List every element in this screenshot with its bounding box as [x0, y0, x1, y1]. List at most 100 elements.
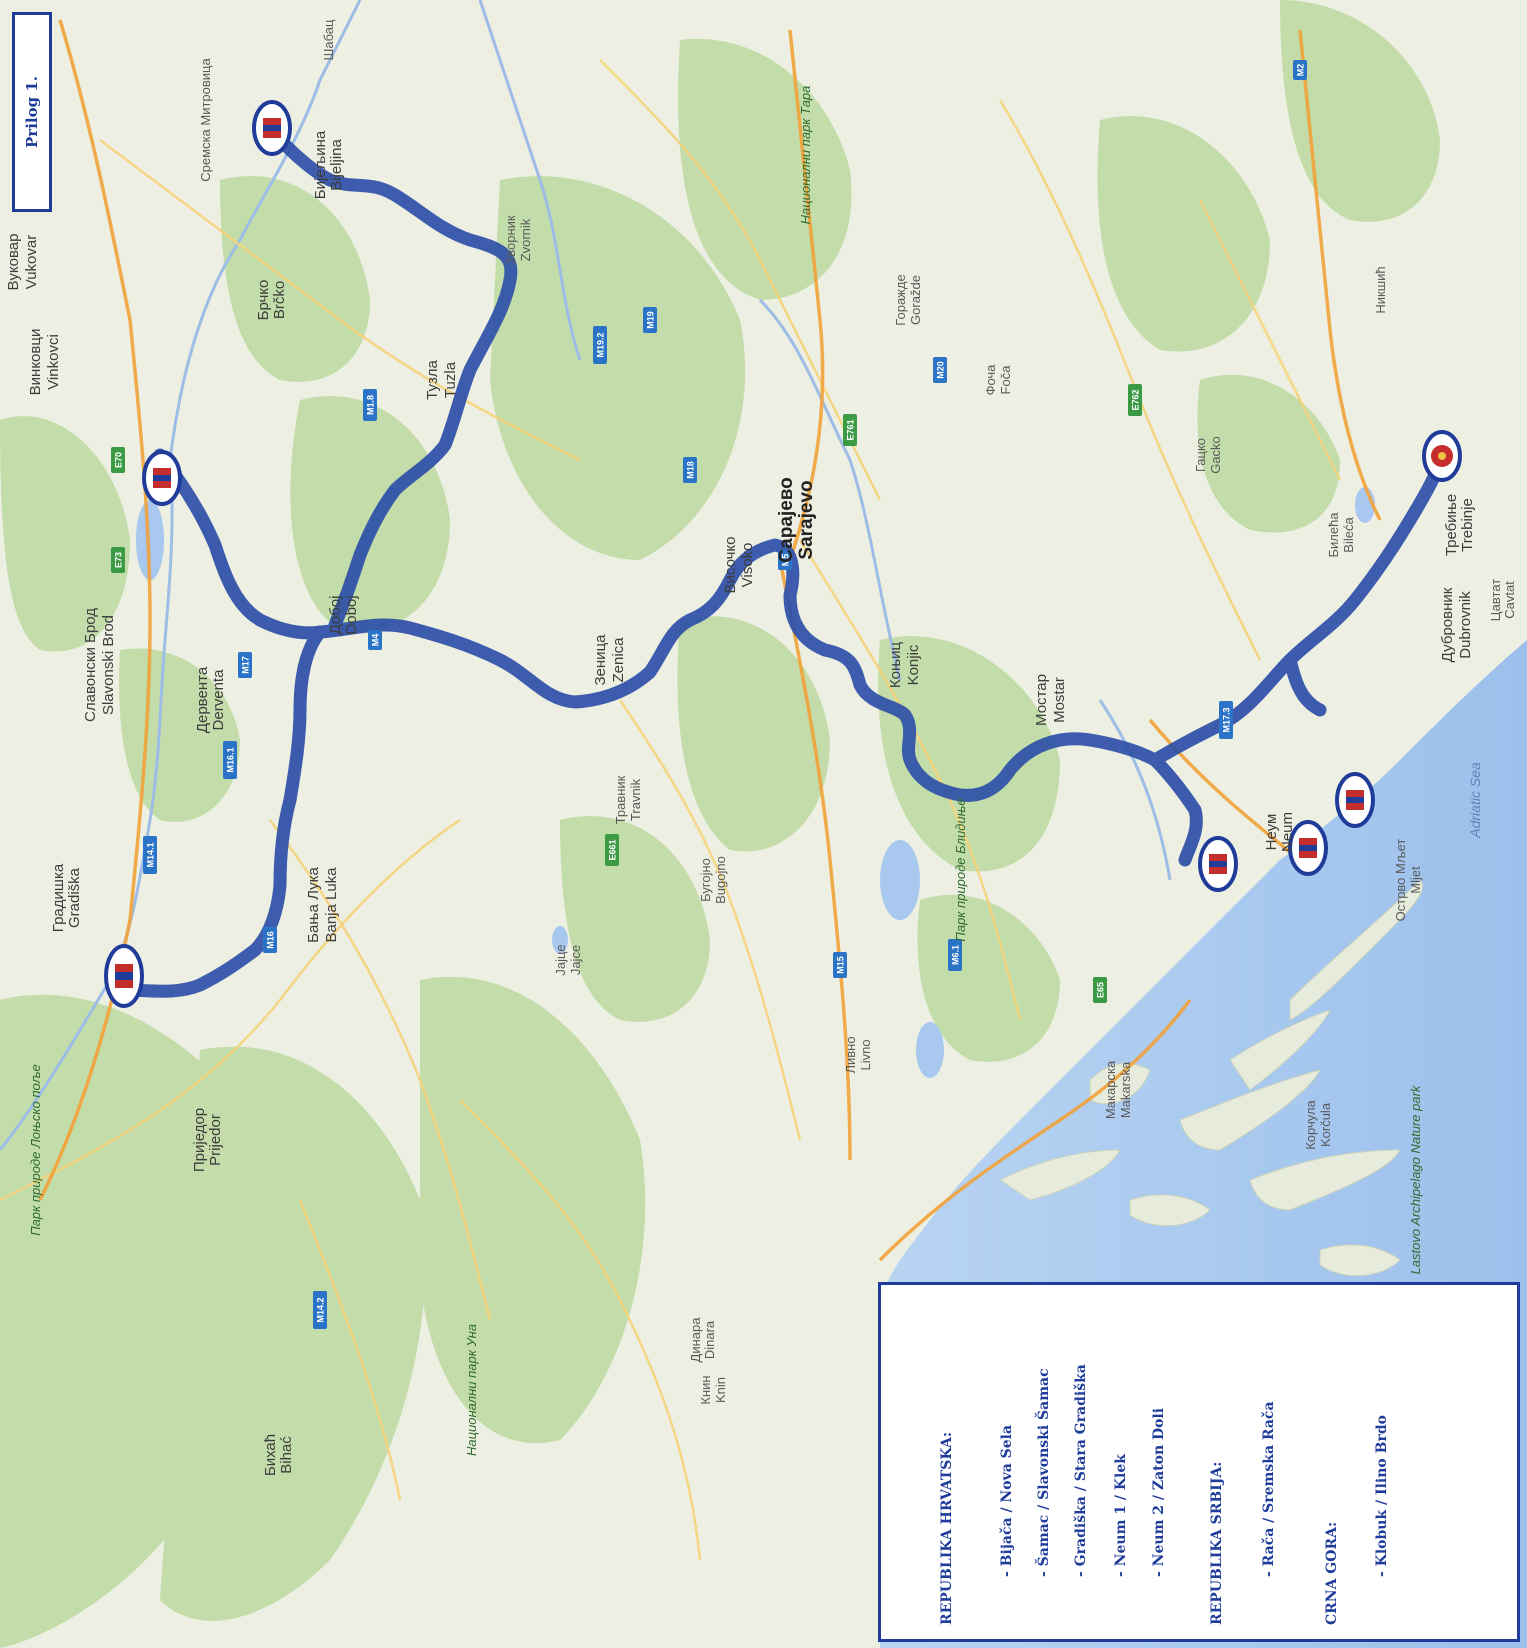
map-label-cities-makarska-lat: Makarska [1118, 1061, 1133, 1118]
map-label-cities-mostar: Мостар [1033, 674, 1050, 726]
road-badge-m1-8: M1.8 [363, 389, 377, 421]
svg-text:M19: M19 [646, 311, 656, 329]
svg-text:M15: M15 [836, 956, 846, 974]
map-label-cities-trebinje: Требиње [1443, 494, 1460, 556]
forest-areas [0, 0, 1440, 1648]
svg-text:M14.2: M14.2 [316, 1297, 326, 1322]
map-label-cities-bileca: Билећа [1326, 512, 1341, 558]
map-label-cities-dinara: Динара [688, 1317, 703, 1363]
map-label-cities-sabac: Шабац [321, 19, 336, 61]
map-label-cities-bugojno: Бугојно [698, 858, 713, 902]
corridor-route [118, 123, 1452, 998]
road-badge-m20: M20 [933, 357, 947, 383]
map-label-cities-bijeljina: Бијељина [312, 130, 329, 199]
map-label-cities-bugojno-lat: Bugojno [713, 856, 728, 904]
road-badge-m4: M4 [368, 630, 382, 650]
map-label-cities-vukovar-lat: Vukovar [23, 235, 40, 289]
map-label-cities-gorazde: Горажде [893, 274, 908, 325]
road-badge-e661: E661 [605, 834, 619, 866]
map-label-cities-derventa-lat: Derventa [210, 669, 227, 731]
map-label-cities-gradiska: Градишка [50, 863, 67, 932]
map-label-cities-dinara-lat: Dinara [702, 1320, 717, 1359]
svg-text:M6.1: M6.1 [951, 945, 961, 965]
map-label-cities-trebinje-lat: Trebinje [1459, 498, 1476, 552]
map-label-cities-foca: Фоча [983, 364, 998, 396]
map-label-cities-brcko-lat: Brčko [271, 281, 288, 319]
map-label-cities-tuzla-lat: Tuzla [442, 361, 459, 398]
road-badge-m14-1: M14.1 [143, 836, 157, 874]
crossing-bijaca-marker [1198, 836, 1238, 892]
road-badge-m2: M2 [1293, 60, 1307, 80]
road-badge-m6-1: M6.1 [948, 939, 962, 971]
map-label-cities-slavonski-brod-lat: Slavonski Brod [100, 615, 117, 715]
svg-text:E661: E661 [608, 839, 618, 860]
map-label-cities-jajce-lat: Jajce [568, 945, 583, 975]
road-badge-e65: E65 [1093, 977, 1107, 1003]
main-roads [38, 19, 1382, 1262]
map-label-cities-jajce: Јајце [553, 944, 568, 975]
map-label-cities-visoko: Височко [722, 537, 739, 594]
map-label-cities-bileca-lat: Bileća [1341, 517, 1356, 553]
legend-item-bijaca: - Bijača / Nova Sela [999, 1424, 1015, 1577]
map-label-cities-mljet-lat: Mljet [1408, 866, 1423, 894]
map-label-cities-zenica-lat: Zenica [610, 637, 627, 683]
road-badge-m17-3: M17.3 [1219, 701, 1233, 739]
map-label-cities-konjic: Коњиц [887, 641, 904, 688]
legend-item-raca: - Rača / Sremska Rača [1261, 1401, 1277, 1577]
road-badge-m17: M17 [238, 652, 252, 678]
svg-text:M17: M17 [241, 656, 251, 674]
map-label-cities-sremska-mitrovica: Сремска Митровица [198, 58, 213, 182]
map-label-parks-blidinje: Парк природе Блидиње [953, 798, 968, 941]
map-label-cities-prijedor: Приједор [191, 1108, 208, 1172]
svg-text:M20: M20 [936, 361, 946, 379]
svg-text:M5: M5 [781, 554, 791, 567]
road-badge-e73: E73 [111, 547, 125, 573]
annex-label-box: Prilog 1. [12, 12, 52, 212]
annex-label: Prilog 1. [23, 76, 41, 148]
map-label-cities-mostar-lat: Mostar [1051, 677, 1068, 723]
map-label-cities-makarska: Макарска [1103, 1060, 1118, 1119]
map-label-parks-lastovo: Lastovo Archipelago Nature park [1408, 1084, 1423, 1274]
map-label-cities-korcula: Корчула [1303, 1099, 1318, 1149]
islands [999, 879, 1424, 1277]
road-badge-m14-2: M14.2 [313, 1291, 327, 1329]
road-badge-m15: M15 [833, 952, 847, 978]
svg-text:M14.1: M14.1 [146, 842, 156, 867]
map-label-cities-gradiska-lat: Gradiška [66, 867, 83, 928]
map-label-cities-tuzla: Тузла [424, 360, 441, 400]
map-label-cities-foca-lat: Foča [998, 365, 1013, 395]
crossing-klobuk-marker [1422, 430, 1462, 482]
border-crossings [104, 100, 1462, 1008]
map-label-parks-una: Национални парк Уна [464, 1324, 479, 1456]
crossing-neum1-marker [1288, 820, 1328, 876]
map-label-cities-gorazde-lat: Goražde [908, 275, 923, 325]
map-label-cities-knin-lat: Knin [713, 1377, 728, 1403]
map-label-cities-dubrovnik: Дубровник [1439, 587, 1456, 662]
svg-text:M16: M16 [266, 931, 276, 949]
legend-item-neum1: - Neum 1 / Klek [1113, 1454, 1129, 1577]
map-label-cities-travnik-lat: Travnik [628, 778, 643, 821]
lakes [136, 487, 1375, 1078]
map-label-cities-korcula-lat: Korčula [1318, 1102, 1333, 1147]
map-label-cities-derventa: Дервента [194, 666, 211, 733]
map-label-cities-gacko-lat: Gacko [1208, 436, 1223, 474]
map-label-cities-doboj-lat: Doboj [343, 595, 360, 634]
map-label-cities-banja-luka: Бања Лука [305, 867, 322, 943]
map-label-cities-livno: Ливно [843, 1036, 858, 1073]
map-label-cities-knin: Книн [698, 1375, 713, 1404]
map-label-cities-cavtat: Цавтат [1488, 579, 1503, 622]
legend-item-klobuk: - Klobuk / Ilino Brdo [1374, 1415, 1390, 1577]
svg-text:E73: E73 [114, 552, 124, 568]
map-label-cities-konjic-lat: Konjic [905, 644, 922, 685]
road-badges: E70M17M4M5M18M19M20E73E65E661E761E762M16… [111, 60, 1307, 1329]
legend-heading-croatia: REPUBLIKA HRVATSKA: [939, 1432, 955, 1625]
map-label-cities-cavtat-lat: Cavtat [1502, 581, 1517, 619]
map-label-cities-doboj: Добој [327, 596, 344, 635]
map-label-cities-zvornik-lat: Zvornik [518, 218, 533, 261]
map-label-cities-zenica: Зеница [592, 634, 609, 686]
road-badge-m18: M18 [683, 457, 697, 483]
map-label-cities-bihac-lat: Bihać [278, 1436, 295, 1474]
road-badge-m16: M16 [263, 927, 277, 953]
road-badge-m5: M5 [778, 550, 792, 570]
